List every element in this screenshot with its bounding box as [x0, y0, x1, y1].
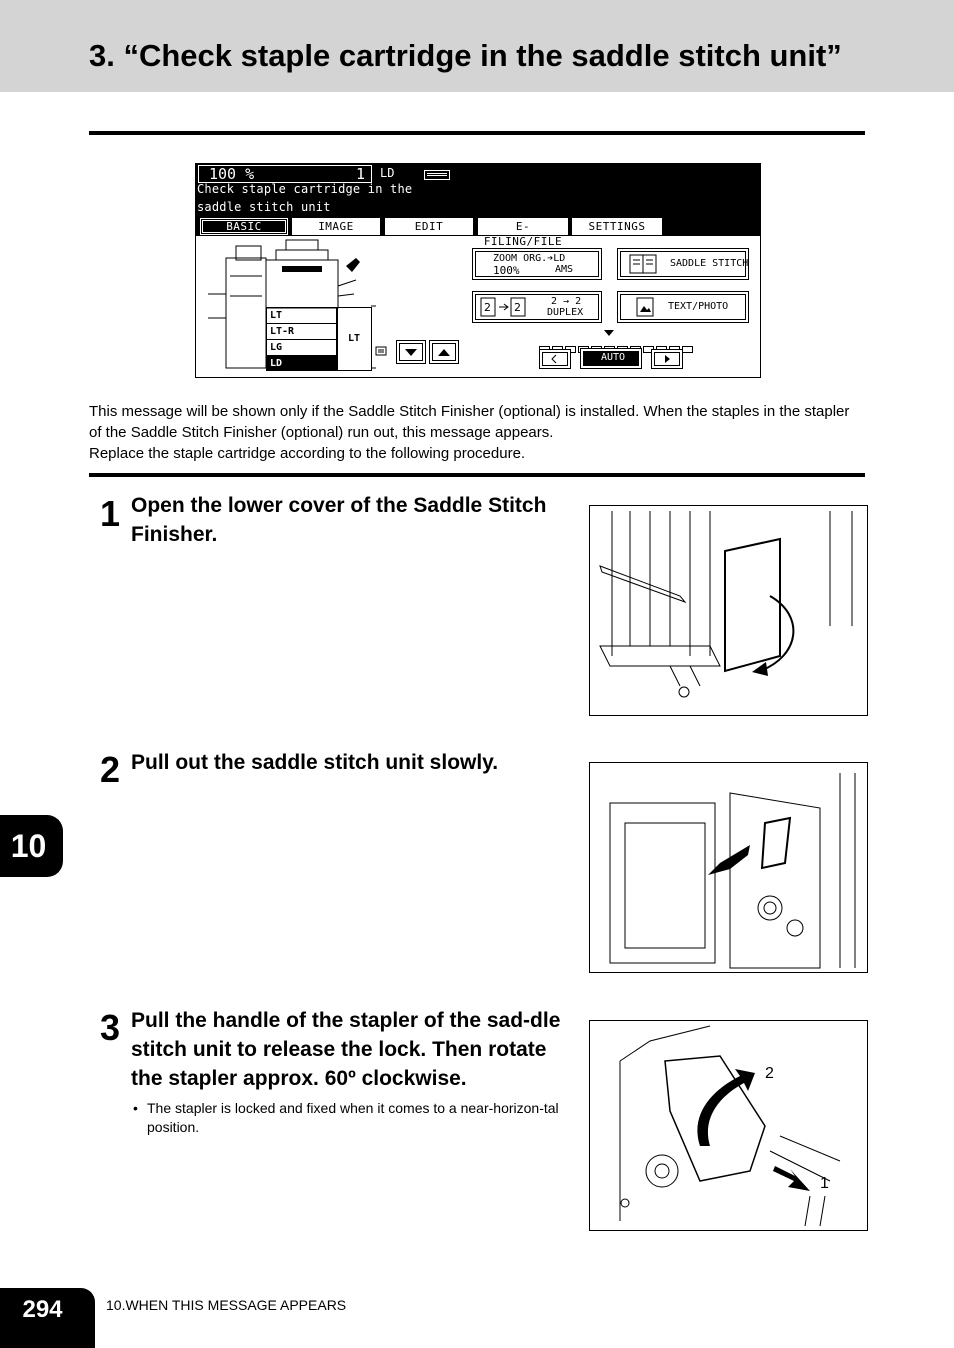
paper-option-lt-r[interactable]: LT-R: [267, 324, 337, 340]
zoom-button-line1: ZOOM ORG.➔LD: [493, 253, 566, 264]
footer-section: 10.WHEN THIS MESSAGE APPEARS: [106, 1297, 347, 1313]
saddle-stitch-icon: [629, 254, 657, 274]
control-panel-screenshot: 100 % 1 LD Check staple cartridge in the…: [195, 163, 761, 378]
step-2-text: Pull out the saddle stitch unit slowly.: [131, 751, 499, 774]
bypass-icon: [375, 346, 387, 356]
darker-button[interactable]: [651, 349, 683, 369]
duplex-icon: 2 2: [480, 297, 526, 317]
step-1-text: Open the lower cover of the Saddle Stitc…: [131, 494, 547, 546]
zoom-button[interactable]: ZOOM ORG.➔LD 100% AMS: [472, 248, 602, 280]
duplex-line2: DUPLEX: [547, 307, 584, 318]
paper-current: LT: [336, 307, 372, 371]
copy-count: 1: [355, 165, 365, 183]
svg-text:2: 2: [514, 301, 521, 314]
open-cover-illustration: [599, 511, 853, 698]
step-1-number: 1: [100, 493, 121, 534]
message-line-2: saddle stitch unit: [197, 200, 331, 214]
intro-paragraph-2: Replace the staple cartridge according t…: [89, 445, 526, 462]
copier-icon: [208, 239, 376, 369]
intro-text: This message will be shown only if the S…: [89, 401, 865, 464]
intro-paragraph-1: This message will be shown only if the S…: [89, 403, 850, 441]
step-1-illustration: [589, 505, 868, 716]
steps-divider: [89, 473, 865, 477]
page-number: 294: [0, 1288, 95, 1348]
text-photo-button[interactable]: TEXT/PHOTO: [617, 291, 749, 323]
paper-option-ld[interactable]: LD: [267, 356, 337, 371]
callout-1: 1: [820, 1175, 829, 1192]
top-divider: [89, 131, 865, 135]
callout-2: 2: [765, 1065, 774, 1082]
zoom-button-line2: 100%: [493, 264, 520, 277]
pull-unit-illustration: [609, 773, 856, 969]
page-title: 3. “Check staple cartridge in the saddle…: [89, 38, 842, 73]
lighter-button[interactable]: [539, 349, 571, 369]
tab-edit[interactable]: EDIT: [385, 218, 473, 235]
tray-icon: [424, 170, 450, 180]
zoom-readout: 100 %: [209, 165, 255, 183]
chapter-tab: 10: [0, 815, 63, 877]
text-photo-label: TEXT/PHOTO: [668, 301, 729, 312]
darker-icon: [665, 355, 670, 363]
paper-option-lg[interactable]: LG: [267, 340, 337, 356]
step-3-number: 3: [100, 1007, 121, 1048]
step-3-text: Pull the handle of the stapler of the sa…: [131, 1009, 561, 1090]
tab-basic[interactable]: BASIC: [200, 218, 288, 235]
header-band: 3. “Check staple cartridge in the saddle…: [0, 0, 954, 92]
paper-size-list: LT LT-R LG LD: [266, 307, 338, 371]
down-arrow-icon: [405, 349, 417, 356]
message-line-1: Check staple cartridge in the: [197, 182, 413, 196]
up-arrow-button[interactable]: [429, 340, 459, 364]
auto-density-button[interactable]: AUTO: [580, 348, 642, 369]
tab-image[interactable]: IMAGE: [292, 218, 380, 235]
zoom-button-line3: AMS: [555, 264, 574, 275]
step-2-number: 2: [100, 749, 121, 790]
saddle-stitch-label: SADDLE STITCH: [670, 258, 749, 269]
svg-text:2: 2: [484, 301, 491, 314]
lighter-icon: [551, 354, 557, 364]
tab-e-filing-file[interactable]: E-FILING/FILE: [478, 218, 568, 248]
step-2-illustration: [589, 762, 868, 973]
paper-option-lt[interactable]: LT: [267, 308, 337, 324]
step-3-illustration: 2 1: [589, 1020, 868, 1231]
tab-settings[interactable]: SETTINGS: [572, 218, 662, 235]
duplex-button[interactable]: 2 2 2 → 2 DUPLEX: [472, 291, 602, 323]
density-pointer: [604, 330, 614, 336]
step-3-note: The stapler is locked and fixed when it …: [131, 1099, 571, 1137]
saddle-stitch-button[interactable]: SADDLE STITCH: [617, 248, 749, 280]
down-arrow-button[interactable]: [396, 340, 426, 364]
zoom-count-box: 100 % 1: [198, 165, 372, 183]
text-photo-icon: [636, 297, 654, 317]
up-arrow-icon: [438, 349, 450, 356]
auto-label: AUTO: [601, 352, 626, 363]
paper-size-readout: LD: [380, 166, 395, 180]
message-area: 100 % 1 LD Check staple cartridge in the…: [196, 164, 760, 248]
duplex-line1: 2 → 2: [551, 296, 582, 307]
rotate-stapler-illustration: [619, 1025, 841, 1227]
